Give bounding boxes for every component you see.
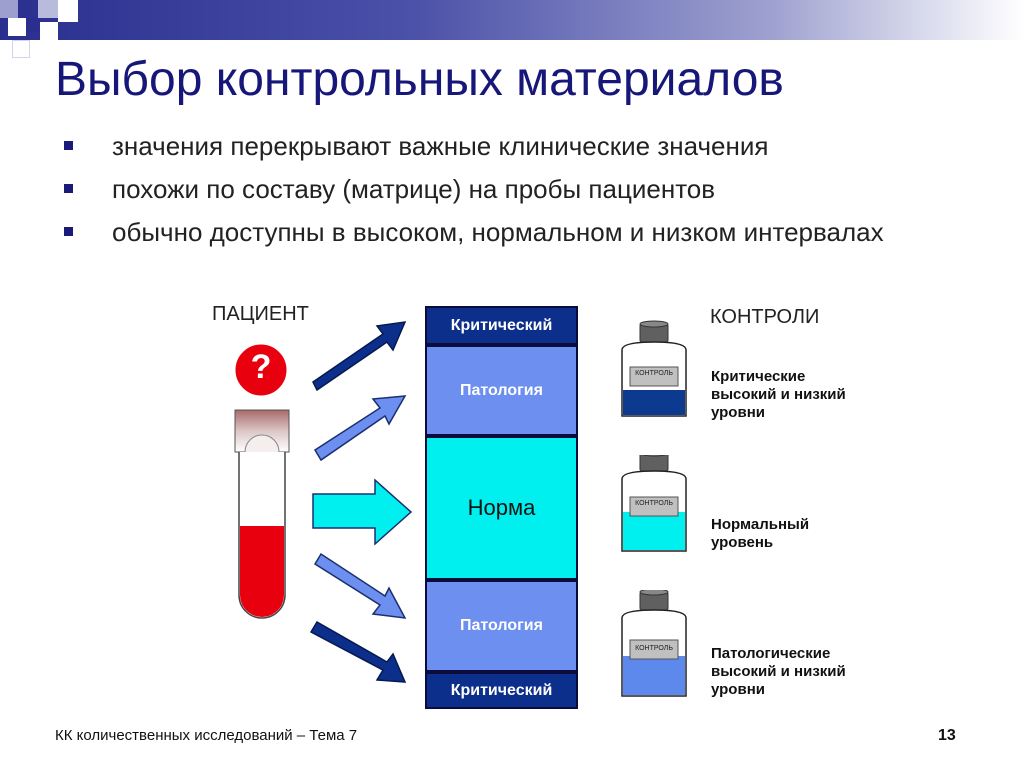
control-bottle-icon (621, 590, 687, 697)
arrow-to-norm (312, 478, 413, 546)
bullet-marker-icon (64, 184, 73, 193)
control-bottle-icon (621, 455, 687, 552)
arrow-to-pathology-low (313, 552, 407, 619)
question-mark-text: ? (250, 348, 272, 386)
control-description-critical: Критические высокий и низкий уровни (711, 368, 846, 422)
arrow-to-pathology-high (313, 395, 407, 462)
slide-title: Выбор контрольных материалов (55, 53, 784, 106)
bullet-marker-icon (64, 227, 73, 236)
range-critical-high: Критический (425, 306, 578, 345)
control-desc-line: Критические (711, 368, 806, 385)
control-bottle-icon (621, 320, 687, 417)
control-description-normal: Нормальный уровень (711, 516, 809, 552)
bullet-marker-icon (64, 141, 73, 150)
question-badge-icon (232, 341, 290, 399)
page-number: 13 (938, 727, 956, 744)
control-desc-line: уровень (711, 534, 774, 551)
decor-square (38, 0, 58, 18)
decor-square (26, 18, 40, 32)
bullet-text: значения перекрывают важные клинические … (112, 131, 769, 161)
control-desc-line: Нормальный (711, 516, 810, 533)
decor-square (0, 0, 18, 18)
blood-tube-illustration (232, 341, 290, 619)
bullet-text: обычно доступны в высоком, нормальном и … (112, 217, 884, 247)
decor-square (12, 40, 30, 58)
control-desc-line: уровни (711, 404, 765, 421)
controls-label: КОНТРОЛИ (710, 306, 820, 328)
range-norm: Норма (425, 436, 578, 580)
footer-text: КК количественных исследований – Тема 7 (55, 727, 358, 744)
range-critical-low: Критический (425, 672, 578, 709)
patient-label: ПАЦИЕНТ (212, 303, 309, 325)
control-desc-line: высокий и низкий (711, 386, 846, 403)
bullet-text: похожи по составу (матрице) на пробы пац… (112, 174, 716, 204)
range-pathology-high: Патология (425, 345, 578, 436)
arrow-to-critical-low (309, 620, 407, 683)
arrow-to-critical-high (312, 321, 407, 392)
header-gradient-bar (0, 0, 1024, 40)
bottle-tag-label: КОНТРОЛЬ (635, 370, 673, 377)
decor-square (8, 18, 26, 36)
range-pathology-low: Патология (425, 580, 578, 672)
control-desc-line: Патологические (711, 645, 831, 662)
bottle-tag-label: КОНТРОЛЬ (635, 500, 673, 507)
bottle-tag-label: КОНТРОЛЬ (635, 645, 673, 652)
arrows-group (309, 321, 413, 683)
control-desc-line: уровни (711, 681, 765, 698)
decor-square (58, 0, 78, 22)
decor-square (40, 22, 58, 40)
control-desc-line: высокий и низкий (711, 663, 846, 680)
control-description-pathology: Патологические высокий и низкий уровни (711, 645, 846, 699)
